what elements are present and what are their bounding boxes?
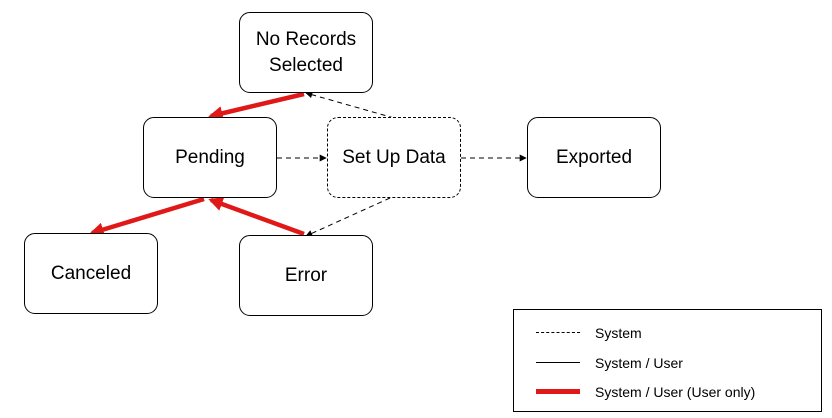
edge-setup-to-error [305, 197, 391, 237]
edge-no-records-to-pending [208, 91, 305, 121]
state-canceled: Canceled [24, 233, 158, 314]
legend: System System / User System / User (User… [513, 309, 822, 412]
state-no-records-selected: No Records Selected [239, 12, 373, 93]
legend-item-user-only: System / User (User only) [514, 382, 821, 402]
edge-pending-to-canceled [89, 196, 205, 237]
legend-item-system-user: System / User [514, 353, 821, 373]
state-pending: Pending [143, 117, 277, 198]
legend-label: System [595, 325, 642, 341]
legend-label: System / User (User only) [595, 384, 756, 400]
state-exported: Exported [527, 117, 661, 198]
legend-item-system: System [514, 323, 821, 343]
legend-swatch-dashed [536, 332, 580, 333]
edge-error-to-pending [208, 197, 305, 237]
state-error: Error [239, 235, 373, 316]
legend-label: System / User [595, 355, 683, 371]
legend-swatch-solid [536, 362, 580, 363]
state-set-up-data: Set Up Data [327, 117, 461, 198]
edge-setup-to-no-records [305, 91, 395, 119]
legend-swatch-thick-red [536, 389, 580, 394]
